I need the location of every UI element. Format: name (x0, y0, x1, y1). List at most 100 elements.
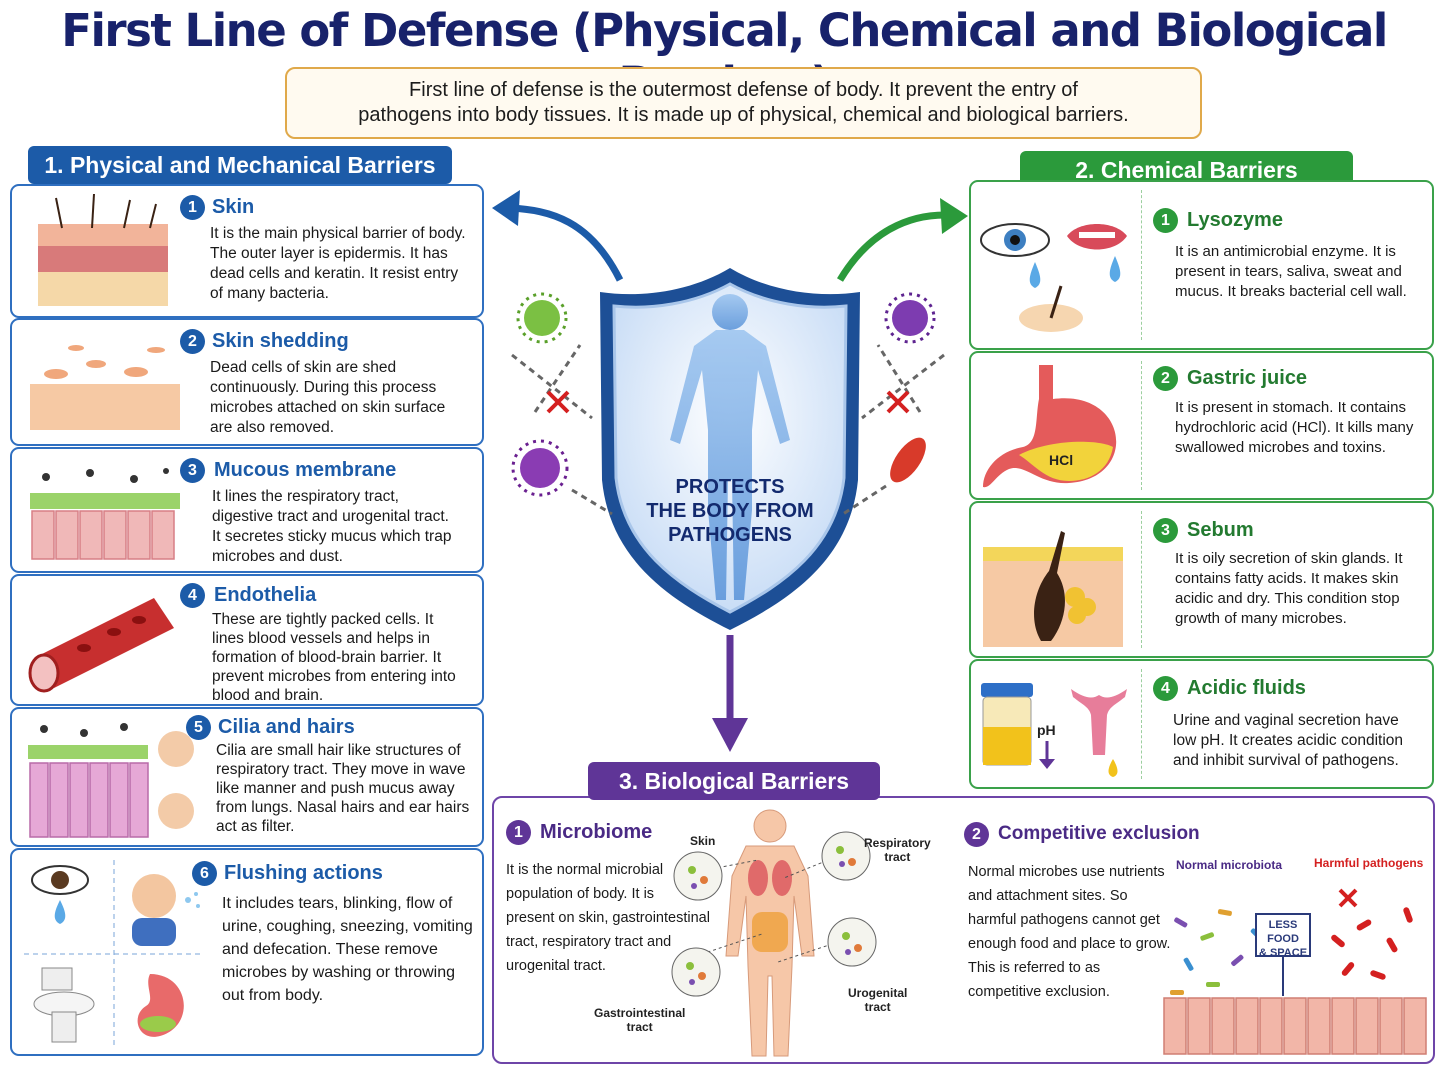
label-respiratory: Respiratory tract (864, 836, 931, 864)
physical-heading: 1. Physical and Mechanical Barriers (28, 146, 452, 184)
flushing-icon (24, 860, 204, 1048)
desc-line: population of body. It is (506, 886, 655, 902)
cilia-title: Cilia and hairs (218, 716, 355, 738)
desc-line: It is present in stomach. It contains (1175, 399, 1406, 416)
sebum-title: Sebum (1187, 519, 1254, 541)
desc-line: and attachment sites. So (968, 888, 1128, 904)
skin-shedding-number: 2 (180, 329, 205, 354)
desc-line: low pH. It creates acidic condition (1173, 732, 1404, 749)
desc-line: Normal microbes use nutrients (968, 864, 1165, 880)
intro-line-2: pathogens into body tissues. It is made … (358, 104, 1129, 126)
hcl-badge: HCl (1049, 452, 1073, 468)
arrow-to-physical-head (492, 190, 520, 226)
shield-caption-line-3: PATHOGENS (668, 524, 792, 546)
desc-line: dead cells and keratin. It resist entry (210, 265, 459, 282)
desc-line: microbes attached on skin surface (210, 399, 446, 416)
harmful-pathogens-label: Harmful pathogens (1314, 856, 1424, 870)
desc-line: enough food and place to grow. (968, 936, 1171, 952)
microbiome-title: Microbiome (540, 821, 653, 843)
competitive-title: Competitive exclusion (998, 823, 1200, 844)
blocked-arrows-right (839, 344, 945, 518)
desc-line: act as filter. (216, 818, 295, 835)
desc-line: acidic and dry. This condition stop (1175, 590, 1400, 607)
ear-icon (158, 793, 194, 829)
red-x-icon-right (886, 390, 910, 414)
acidic-fluid-icon: pH (981, 683, 1127, 777)
cilia-icon (28, 723, 194, 838)
normal-microbiota-label: Normal microbiota (1176, 858, 1283, 872)
shield-caption-line-2: THE BODY FROM (646, 500, 814, 522)
stomach-icon: HCl (983, 365, 1117, 488)
acidic-fluids-title: Acidic fluids (1187, 677, 1306, 699)
divider (1141, 361, 1142, 490)
skin-title: Skin (212, 196, 255, 218)
blocked-arrows-left (511, 344, 613, 516)
physical-card-endothelia: 4 Endothelia These are tightly packed ce… (10, 574, 484, 706)
desc-line: swallowed microbes and toxins. (1175, 439, 1386, 456)
physical-card-cilia: 5 Cilia and hairs Cilia are small hair l… (10, 707, 484, 847)
stomach-vomit-icon (137, 974, 184, 1037)
desc-line: growth of many microbes. (1175, 610, 1347, 627)
desc-line: Urine and vaginal secretion have (1173, 712, 1399, 729)
desc-line: This is referred to as (968, 960, 1101, 976)
gastric-juice-number: 2 (1153, 366, 1178, 391)
endothelia-description: These are tightly packed cells. It lines… (212, 610, 456, 705)
label-urogenital: Urogenital tract (848, 986, 907, 1014)
desc-line: are also removed. (210, 419, 335, 436)
skin-shedding-icon (30, 345, 180, 430)
desc-line: Cilia are small hair like structures of (216, 742, 461, 759)
biological-heading: 3. Biological Barriers (588, 762, 880, 800)
lysozyme-description: It is an antimicrobial enzyme. It is pre… (1175, 242, 1407, 302)
desc-line: The outer layer is epidermis. It has (210, 245, 448, 262)
gastric-juice-description: It is present in stomach. It contains hy… (1175, 398, 1413, 458)
flushing-title: Flushing actions (224, 862, 383, 884)
competitive-number: 2 (964, 822, 989, 847)
uterus-icon (1071, 689, 1127, 755)
microbe-circle-skin (673, 851, 723, 901)
desc-line: mucus. It breaks bacterial cell wall. (1175, 283, 1407, 300)
divider (1141, 511, 1142, 648)
acidic-fluids-description: Urine and vaginal secretion have low pH.… (1173, 711, 1403, 771)
arrow-to-chemical-head (940, 198, 968, 234)
mucous-membrane-number: 3 (180, 458, 205, 483)
desc-line: It is oily secretion of skin glands. It (1175, 550, 1403, 567)
blood-vessel-icon (28, 598, 174, 693)
label-line: Respiratory (864, 836, 931, 850)
red-x-icon (1338, 888, 1358, 908)
endothelia-number: 4 (180, 583, 205, 608)
intro-box: First line of defense is the outermost d… (285, 67, 1202, 139)
microbiome-description: It is the normal microbial population of… (506, 858, 710, 978)
desc-line: lines blood vessels and helps in (212, 630, 430, 647)
lysozyme-number: 1 (1153, 208, 1178, 233)
desc-line: digestive tract and urogenital tract. (212, 508, 449, 525)
label-line: tract (626, 1020, 653, 1034)
mucous-membrane-title: Mucous membrane (214, 459, 397, 481)
label-line: tract (864, 1000, 891, 1014)
eye-mouth-icon (980, 223, 1127, 332)
biological-box: 1 Microbiome It is the normal microbial … (492, 796, 1435, 1064)
physical-card-skin-shedding: 2 Skin shedding Dead cells of skin are s… (10, 318, 484, 446)
physical-card-flushing: 6 Flushing actions It includes tears, bl… (10, 848, 484, 1056)
desc-line: present in tears, saliva, sweat and (1175, 263, 1402, 280)
intro-line-1: First line of defense is the outermost d… (409, 79, 1078, 101)
sign-post (1255, 913, 1311, 996)
chemical-card-acidic-fluids: pH 4 Acidic fluids Urine and vaginal sec… (969, 659, 1434, 789)
red-bacterium-icon (890, 437, 926, 483)
arrow-to-physical (509, 204, 624, 282)
desc-line: tract, respiratory tract and (506, 934, 672, 950)
nose-icon (158, 731, 194, 767)
divider (1141, 190, 1142, 340)
label-skin: Skin (690, 834, 716, 848)
desc-line: formation of blood-brain barrier. It (212, 649, 442, 666)
desc-line: It is the main physical barrier of body. (210, 225, 466, 242)
center-shield-diagram (492, 190, 968, 752)
microbe-circle-gastrointestinal (671, 947, 721, 997)
human-body-icon (670, 294, 790, 600)
desc-line: It is the normal microbial (506, 862, 664, 878)
sebum-number: 3 (1153, 518, 1178, 543)
sign-line: LESS FOOD (1267, 919, 1299, 945)
desc-line: It secretes sticky mucus which trap (212, 528, 452, 545)
desc-line: It is an antimicrobial enzyme. It is (1175, 243, 1396, 260)
chemical-card-gastric-juice: HCl 2 Gastric juice It is present in sto… (969, 351, 1434, 500)
cilia-number: 5 (186, 715, 211, 740)
